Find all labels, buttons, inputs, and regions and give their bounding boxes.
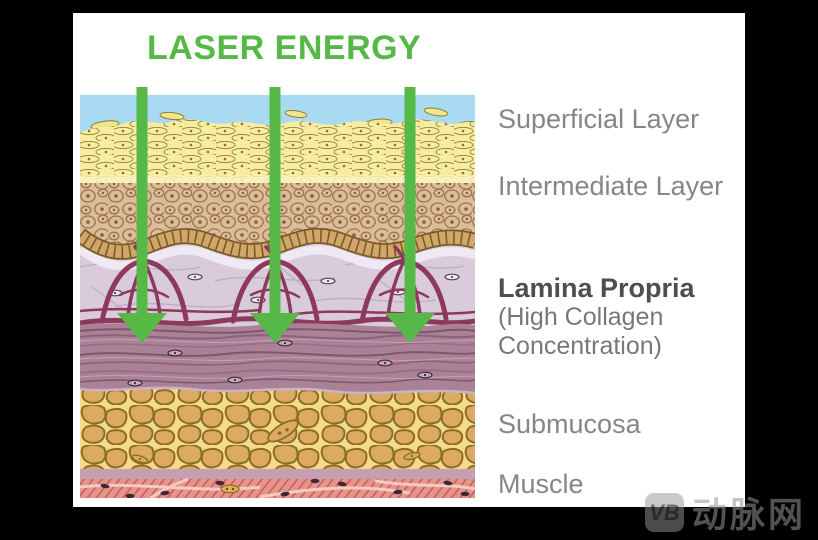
label-muscle: Muscle [498, 469, 584, 499]
laser-arrow [117, 87, 167, 343]
diagram-card: LASER ENERGY [73, 13, 745, 507]
laser-arrows [117, 87, 435, 343]
muscle-layer [80, 477, 475, 498]
tissue-cross-section-illustration [80, 87, 475, 498]
label-lamina-propria: Lamina Propria (High Collagen Concentrat… [498, 273, 695, 361]
label-submucosa: Submucosa [498, 409, 641, 439]
label-lamina-propria-sub1: (High Collagen [498, 303, 664, 331]
label-lamina-propria-title: Lamina Propria [498, 273, 695, 303]
watermark: VB 动脉网 [645, 487, 806, 538]
label-superficial-layer: Superficial Layer [498, 104, 700, 134]
submucosa-layer [80, 386, 475, 475]
label-lamina-propria-sub2: Concentration) [498, 332, 662, 360]
laser-arrow [250, 87, 300, 343]
diagram-title: LASER ENERGY [147, 29, 422, 67]
watermark-text: 动脉网 [692, 496, 807, 536]
label-intermediate-layer: Intermediate Layer [498, 171, 724, 201]
laser-arrow [385, 87, 435, 343]
watermark-logo: VB [645, 493, 684, 532]
collagen-band [80, 323, 475, 393]
